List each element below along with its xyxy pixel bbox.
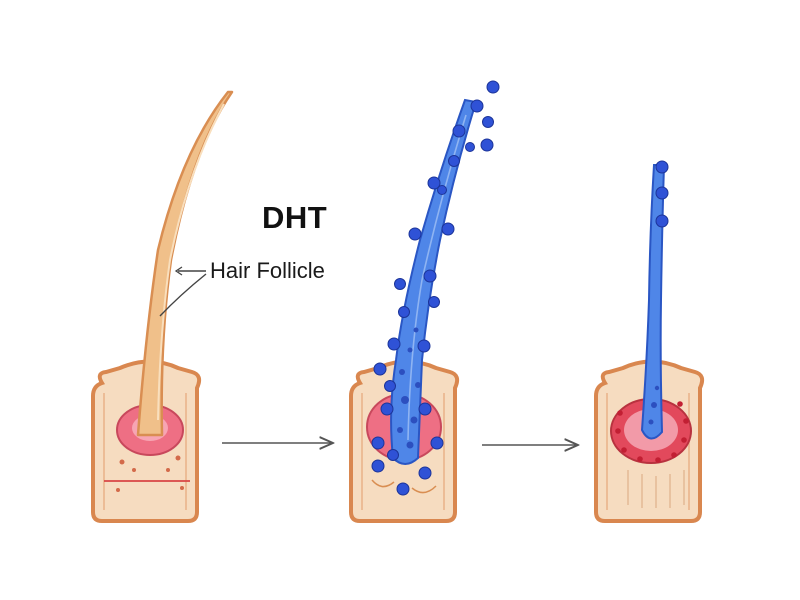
hair-spots-3 — [648, 385, 660, 425]
skin-inner-edge-2 — [361, 393, 445, 510]
stage-3-miniaturized-follicle — [594, 160, 705, 523]
hair-shaft-blue-2 — [390, 98, 478, 465]
dht-particles-3 — [655, 160, 669, 228]
tissue-lines-3 — [627, 470, 685, 508]
tissue-curves-2 — [371, 479, 437, 494]
tissue-dots-1 — [116, 455, 184, 492]
hair-spots-2 — [397, 327, 421, 449]
hair-highlight — [157, 103, 225, 421]
hair-follicle-label: Hair Follicle — [210, 258, 325, 283]
leader-tick — [174, 266, 183, 276]
skin-inner-edge-1 — [103, 393, 187, 510]
follicle-leader-line — [159, 270, 207, 317]
stage-2-dht-attack — [349, 80, 500, 523]
hair-shaft-blue-thin — [640, 164, 666, 440]
papilla-dots-3 — [615, 401, 689, 463]
skin-inner-edge-3 — [606, 393, 690, 510]
stage-1-healthy-follicle — [91, 90, 234, 523]
dht-label: DHT — [262, 200, 328, 235]
dht-particles — [371, 80, 500, 496]
